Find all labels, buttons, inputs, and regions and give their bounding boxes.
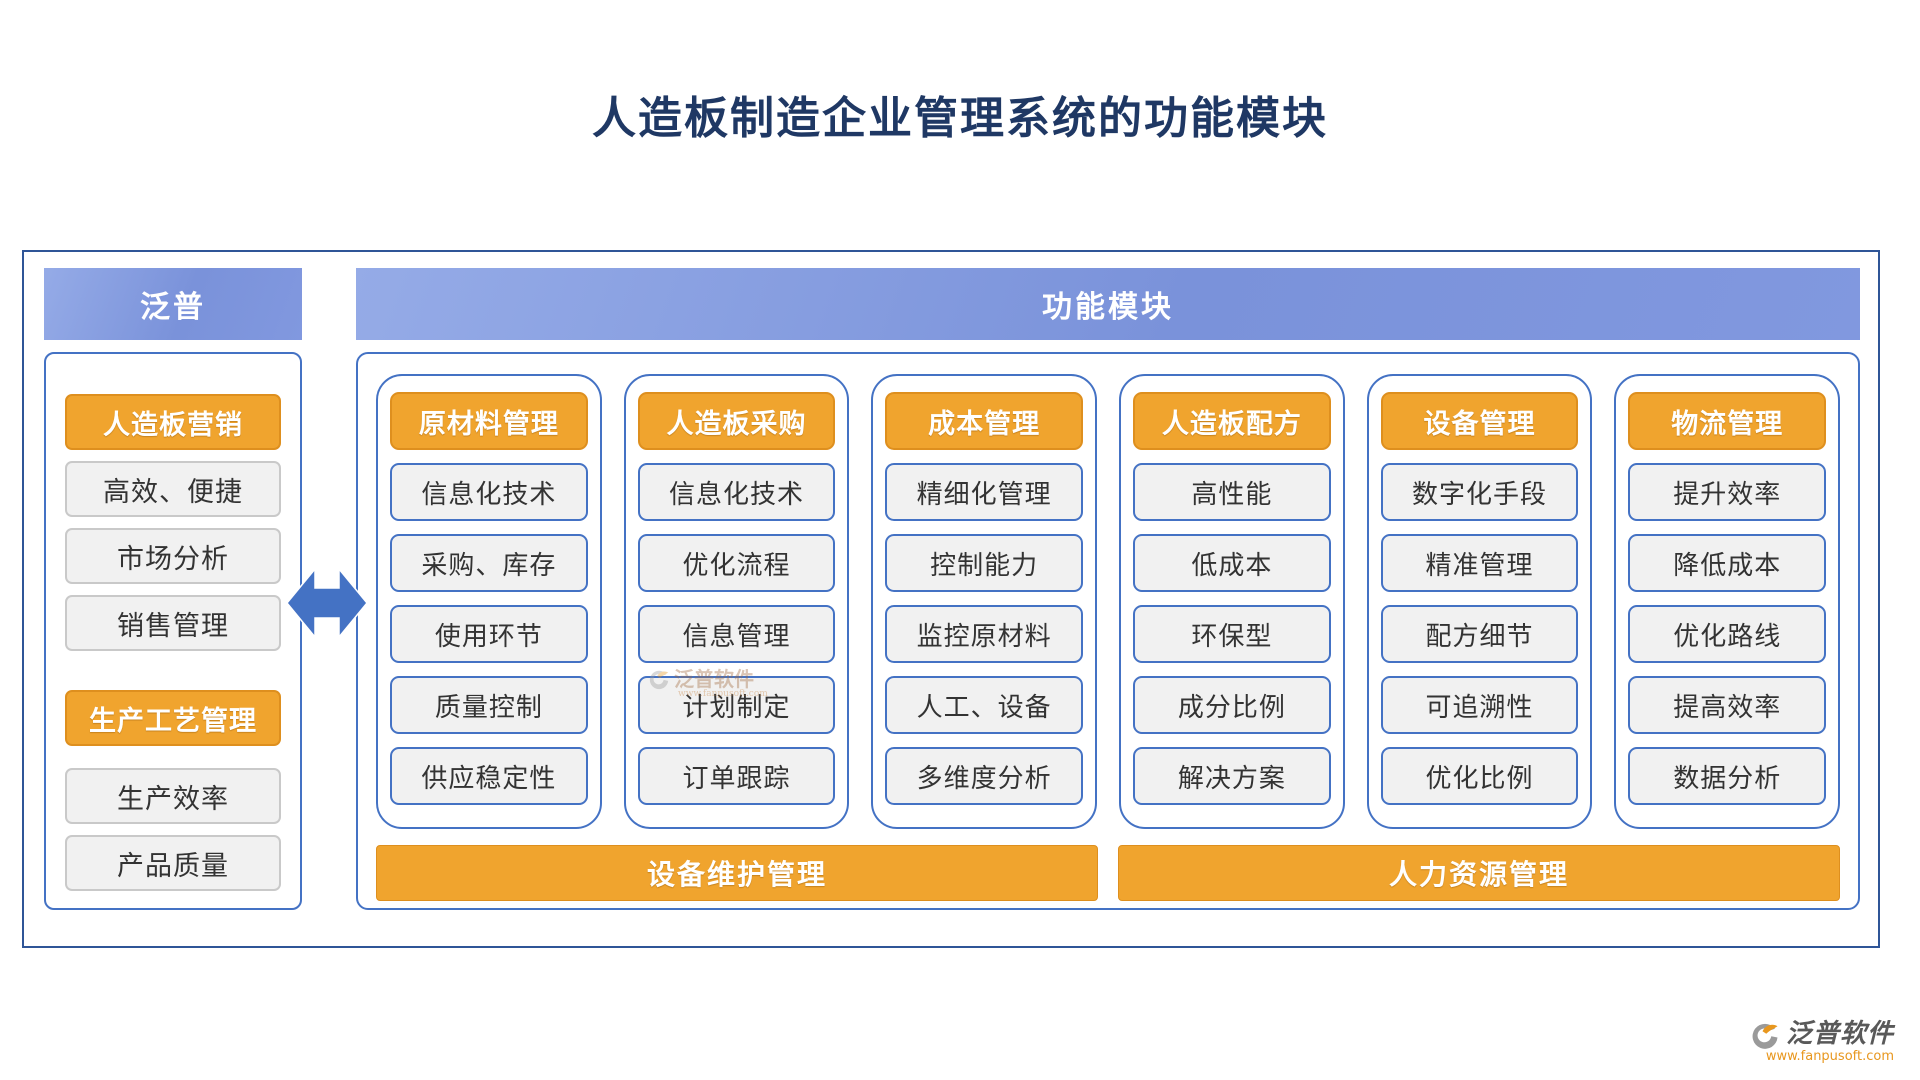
watermark-brand: 泛普软件	[1785, 1019, 1894, 1050]
module-item: 优化比例	[1380, 747, 1579, 805]
column-header: 成本管理	[885, 392, 1084, 450]
module-item: 优化路线	[1628, 605, 1827, 663]
watermark-url: www.fanpusoft.com	[1765, 1049, 1894, 1064]
module-item: 信息化技术	[637, 463, 836, 521]
module-item: 提升效率	[1628, 463, 1827, 521]
column-group-purchasing: 人造板采购 信息化技术 优化流程 信息管理 计划制定 订单跟踪	[623, 374, 850, 829]
sidebar-item: 生产效率	[65, 768, 281, 824]
sidebar-item: 产品质量	[65, 835, 281, 891]
module-item: 精准管理	[1380, 534, 1579, 592]
module-item: 监控原材料	[885, 605, 1084, 663]
diagram-frame: 泛普 功能模块 人造板营销 高效、便捷 市场分析 销售管理 生产工艺管理 生产效…	[22, 250, 1880, 948]
column-header: 原材料管理	[390, 392, 588, 450]
module-item: 多维度分析	[885, 747, 1084, 805]
module-item: 精细化管理	[885, 463, 1084, 521]
brand-header: 泛普	[44, 268, 302, 340]
module-item: 数字化手段	[1380, 463, 1579, 521]
watermark-brand: 泛普软件	[674, 667, 754, 691]
module-item: 信息化技术	[390, 463, 588, 521]
module-item: 高性能	[1133, 463, 1331, 521]
module-item: 计划制定	[637, 676, 836, 734]
human-resources-bar: 人力资源管理	[1118, 845, 1840, 901]
module-item: 数据分析	[1628, 747, 1827, 805]
column-header: 设备管理	[1380, 392, 1579, 450]
fanpu-logo-icon	[1752, 1023, 1778, 1049]
watermark-center: 泛普软件 www.fanpusoft.com	[648, 668, 768, 699]
module-item: 提高效率	[1628, 676, 1827, 734]
column-group-equipment: 设备管理 数字化手段 精准管理 配方细节 可追溯性 优化比例	[1366, 374, 1593, 829]
module-columns: 原材料管理 信息化技术 采购、库存 使用环节 质量控制 供应稳定性 人造板采购 …	[376, 374, 1841, 829]
module-item: 降低成本	[1628, 534, 1827, 592]
column-group-cost: 成本管理 精细化管理 控制能力 监控原材料 人工、设备 多维度分析	[871, 374, 1098, 829]
column-group-formula: 人造板配方 高性能 低成本 环保型 成分比例 解决方案	[1119, 374, 1345, 829]
page-title: 人造板制造企业管理系统的功能模块	[592, 93, 1328, 144]
fanpu-logo-icon	[649, 670, 669, 690]
module-item: 使用环节	[390, 605, 588, 663]
module-item: 成分比例	[1133, 676, 1331, 734]
module-item: 质量控制	[390, 676, 588, 734]
module-item: 配方细节	[1380, 605, 1579, 663]
sidebar-item: 高效、便捷	[65, 461, 281, 517]
column-header: 物流管理	[1628, 392, 1827, 450]
module-item: 信息管理	[637, 605, 836, 663]
module-item: 环保型	[1133, 605, 1331, 663]
module-item: 供应稳定性	[390, 747, 588, 805]
double-arrow-icon	[286, 566, 368, 640]
bottom-bars: 设备维护管理 人力资源管理	[376, 845, 1840, 901]
module-item: 可追溯性	[1380, 676, 1579, 734]
equipment-maintenance-bar: 设备维护管理	[376, 845, 1098, 901]
sidebar-panel: 人造板营销 高效、便捷 市场分析 销售管理 生产工艺管理 生产效率 产品质量	[44, 352, 302, 910]
module-item: 控制能力	[885, 534, 1084, 592]
column-header: 人造板采购	[637, 392, 836, 450]
module-item: 优化流程	[637, 534, 836, 592]
module-item: 低成本	[1133, 534, 1331, 592]
module-item: 采购、库存	[390, 534, 588, 592]
module-item: 解决方案	[1133, 747, 1331, 805]
module-item: 人工、设备	[885, 676, 1084, 734]
sidebar-item: 销售管理	[65, 595, 281, 651]
module-item: 订单跟踪	[637, 747, 836, 805]
modules-header: 功能模块	[356, 268, 1860, 340]
sidebar-group1-header: 人造板营销	[65, 394, 281, 450]
sidebar-item: 市场分析	[65, 528, 281, 584]
column-group-logistics: 物流管理 提升效率 降低成本 优化路线 提高效率 数据分析	[1614, 374, 1841, 829]
sidebar-group2-header: 生产工艺管理	[65, 690, 281, 746]
column-header: 人造板配方	[1133, 392, 1331, 450]
watermark-url: www.fanpusoft.com	[678, 689, 768, 699]
watermark-corner: 泛普软件 www.fanpusoft.com	[1750, 1019, 1894, 1065]
column-group-raw-material: 原材料管理 信息化技术 采购、库存 使用环节 质量控制 供应稳定性	[376, 374, 602, 829]
modules-panel: 原材料管理 信息化技术 采购、库存 使用环节 质量控制 供应稳定性 人造板采购 …	[356, 352, 1860, 910]
